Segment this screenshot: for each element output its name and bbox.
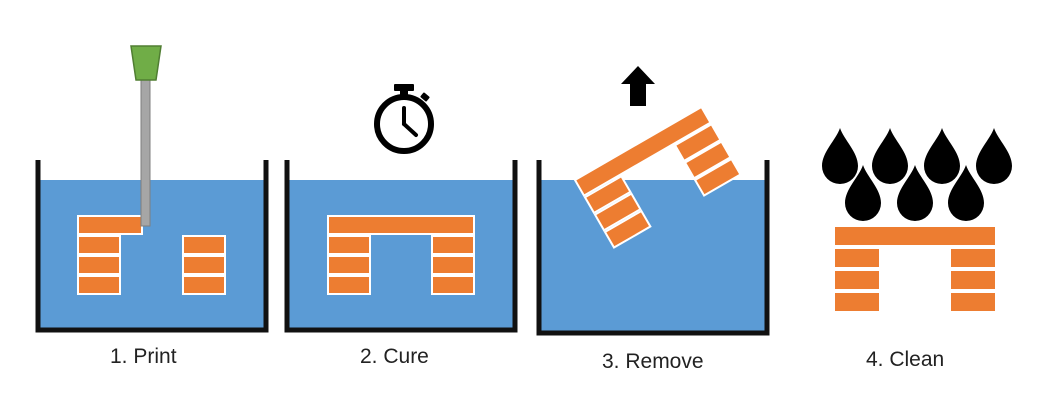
brick xyxy=(182,275,226,295)
brick xyxy=(833,291,881,313)
brick xyxy=(949,269,997,291)
water-drop-icon xyxy=(924,128,960,184)
step-label-remove: 3. Remove xyxy=(602,350,704,373)
brick xyxy=(77,215,143,235)
step-label-cure: 2. Cure xyxy=(360,345,429,368)
brick xyxy=(833,225,997,247)
step-label-print: 1. Print xyxy=(110,345,177,368)
tank-resin xyxy=(289,180,513,328)
brick xyxy=(683,140,732,180)
brick xyxy=(327,255,371,275)
nozzle-tip xyxy=(130,45,162,81)
water-drop-icon xyxy=(976,128,1012,184)
tank-resin xyxy=(40,180,264,328)
tank-outline xyxy=(284,160,518,333)
tank-outline xyxy=(35,160,269,333)
step-label-clean: 4. Clean xyxy=(866,348,945,371)
brick xyxy=(949,291,997,313)
brick xyxy=(673,122,722,163)
brick xyxy=(583,174,632,215)
brick xyxy=(77,275,121,295)
step-remove xyxy=(536,66,770,336)
stopwatch-icon xyxy=(374,84,434,154)
water-drops xyxy=(822,128,1012,221)
brick xyxy=(182,255,226,275)
water-drop-icon xyxy=(948,165,984,221)
nozzle-shaft xyxy=(140,79,151,227)
brick xyxy=(833,247,881,269)
brick xyxy=(573,105,712,197)
brick xyxy=(77,255,121,275)
brick xyxy=(327,215,475,235)
brick xyxy=(431,235,475,255)
step-print xyxy=(35,45,269,333)
step-cure xyxy=(284,84,518,333)
brick xyxy=(833,269,881,291)
arrow-up-icon xyxy=(621,66,655,106)
tank-outline xyxy=(536,160,770,336)
brick xyxy=(593,192,642,232)
water-drop-icon xyxy=(897,165,933,221)
water-drop-icon xyxy=(822,128,858,184)
brick xyxy=(431,275,475,295)
brick xyxy=(693,157,742,197)
brick xyxy=(77,235,121,255)
lifted-part xyxy=(573,105,742,249)
tank-resin xyxy=(541,180,765,331)
brick xyxy=(182,235,226,255)
step-clean xyxy=(822,128,1012,313)
water-drop-icon xyxy=(845,165,881,221)
water-drop-icon xyxy=(872,128,908,184)
brick xyxy=(327,275,371,295)
brick xyxy=(327,235,371,255)
brick xyxy=(949,247,997,269)
brick xyxy=(603,209,652,249)
brick xyxy=(431,255,475,275)
